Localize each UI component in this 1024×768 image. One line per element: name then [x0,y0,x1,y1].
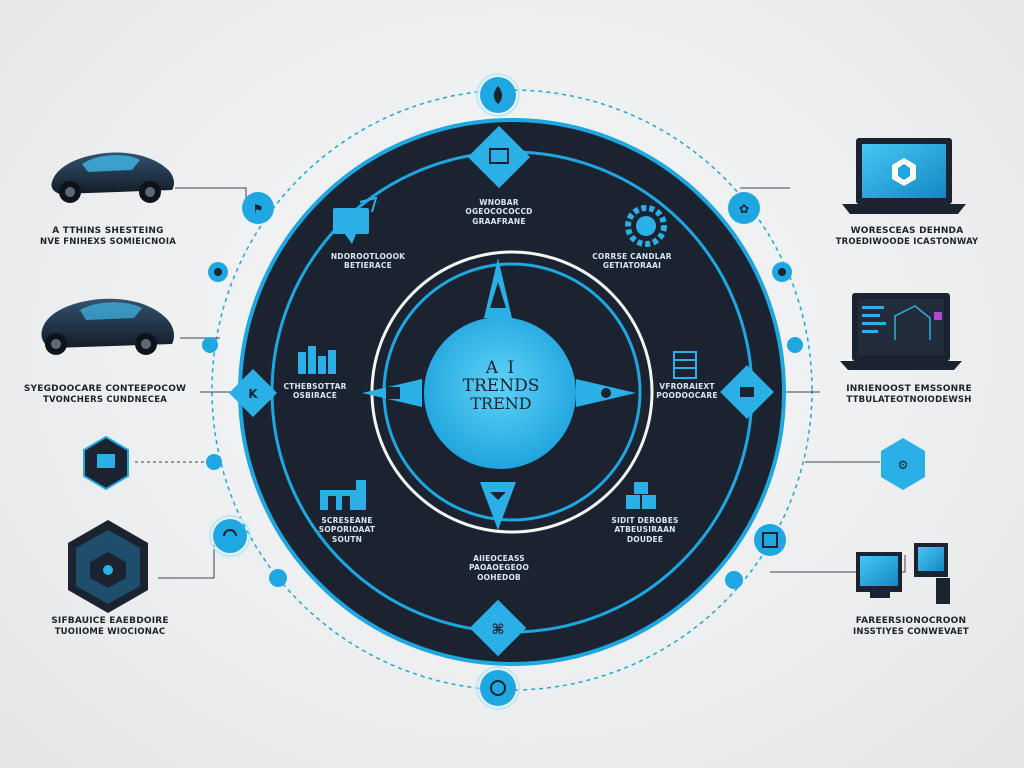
small-node-left-2[interactable] [202,337,218,353]
small-node-left-1[interactable] [208,262,228,282]
hexagon-right-node[interactable]: ⚙ [881,438,925,490]
svg-text:⚙: ⚙ [898,458,909,472]
small-node-left-4[interactable] [269,569,287,587]
small-node-right-2[interactable] [787,337,803,353]
svg-text:K: K [248,387,258,401]
laptop-icon-middle [840,293,962,370]
car-icon-top [51,152,175,203]
outer-label-monitor-bottom: FAREERSIONOCROON INSSTIYES CONWEVAET [853,616,969,638]
outer-orbit [211,89,813,691]
small-node-right-1[interactable] [772,262,792,282]
inner-label-lower-left: SCRESEANE SOPORIOAAT SOUTN [318,516,376,544]
cube-icon [68,520,148,613]
car-icon-middle [41,298,175,355]
center-title-line2: TRENDS [462,375,540,396]
molecule-icon[interactable]: ✿ [728,192,760,224]
gear-icon [625,205,667,247]
puzzle-icon[interactable] [754,524,786,556]
center-title-line3: TREND [470,393,532,413]
blocks-icon [626,482,656,509]
svg-text:⌘: ⌘ [492,622,505,638]
outer-label-cube-bottom: SIFBAUICE EAEBDOIRE TUOIIOME WIOCIONAC [51,616,169,638]
inner-label-lower-right: SIDIT DEROBES ATBEUSIRAAN DOUDEE [611,516,679,544]
compass-top-icon [484,258,512,318]
small-node-right-3[interactable] [725,571,743,589]
laptop-icon-top [842,138,966,214]
inner-label-top: WNOBAR OGEOCOCOCCD GRAAFRANE [465,198,533,226]
flame-icon[interactable] [476,73,520,117]
brain-icon[interactable] [209,515,251,557]
svg-text:⚑: ⚑ [253,202,264,216]
center-title-line1: A I [485,358,517,378]
chat-icon [333,196,378,244]
robot-icon[interactable]: ⚑ [242,192,274,224]
hexagon-left-node[interactable] [83,435,129,491]
inner-label-upper-left: NDOROOTLOOOK BETIERACE [330,252,406,271]
small-node-left-3[interactable] [206,454,222,470]
outer-label-car-top: A TTHINS SHESTEING NVE FNIHEXS SOMIEICNO… [40,226,176,248]
chart-bars-icon [298,346,336,374]
inner-label-left: CTHEBSOTTAR OSBIRACE [283,382,347,401]
outer-label-laptop-middle: INRIENOOST EMSSONRE TTBULATEOTNOIODEWSH [846,384,972,406]
compass-right-icon [576,379,636,407]
desktop-monitor-icon [856,543,950,604]
warehouse-icon [320,480,366,510]
top-diamond-node[interactable] [467,125,531,189]
inner-label-right: VFRORAIEXT POODOOCARE [656,382,718,401]
center-disc [424,317,576,469]
inner-label-bottom: AIIEOCEASS PAOAOEGEOO OOHEDOB [468,554,530,582]
outer-label-laptop-top: WORESCEAS DEHNDA TROEDIWOODE ICASTONWAY [835,226,979,248]
left-diamond-node[interactable]: K [228,368,278,418]
target-icon[interactable] [476,666,520,710]
compass-bottom-icon [480,482,516,530]
server-icon [673,351,697,379]
center-title: A I TRENDS TREND [426,358,576,413]
compass-left-icon [362,379,422,407]
outer-label-car-middle: SYEGDOOCARE CONTEEPOCOW TVONCHERS CUNDNE… [23,384,187,406]
inner-label-upper-right: CORRSE CANDLAR GETIATORAAI [592,252,672,271]
svg-text:✿: ✿ [739,202,749,216]
